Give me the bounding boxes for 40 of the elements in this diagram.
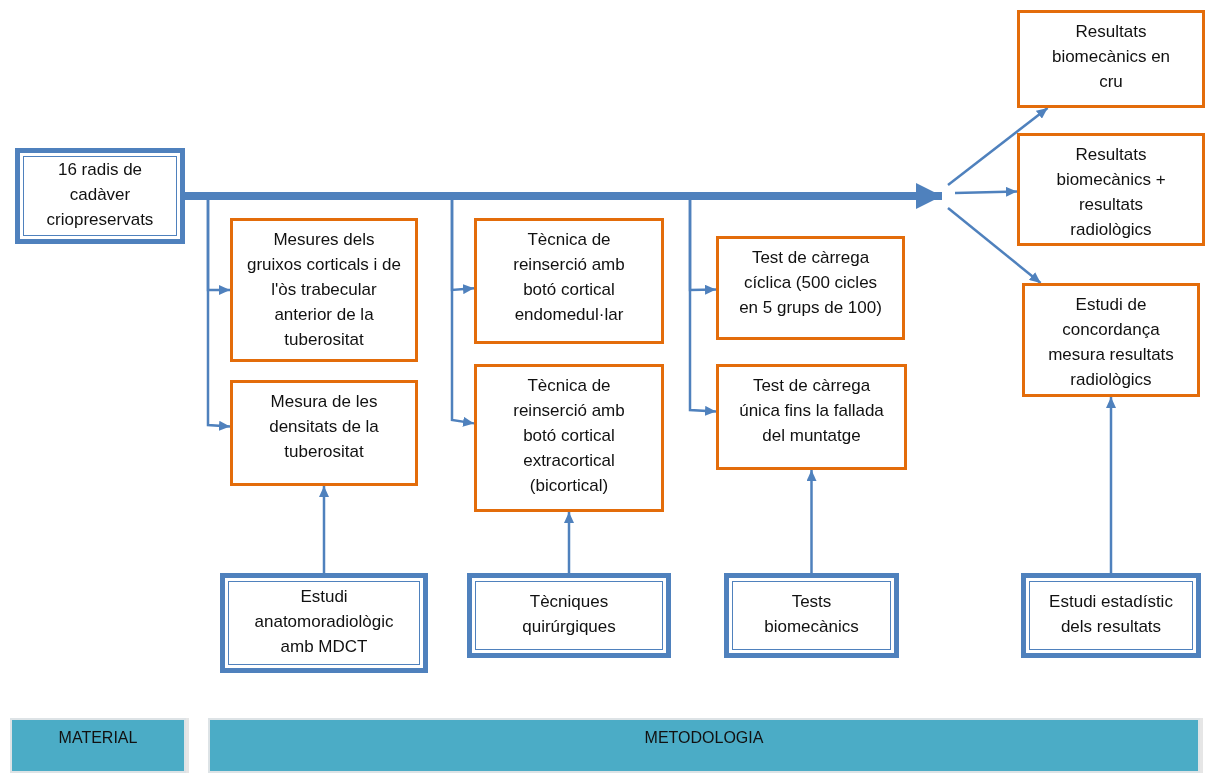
box-label: Test de càrrega única fins la fallada del muntatge (738, 375, 885, 447)
section-label: METODOLOGIA (644, 728, 764, 748)
process-box (1017, 10, 1205, 108)
source-box (467, 573, 671, 658)
box-label: Tests biomecànics (763, 590, 860, 638)
section-label: MATERIAL (58, 728, 138, 748)
box-label: Mesura de les densitats de la tuberositat (268, 391, 380, 463)
process-box (1017, 133, 1205, 246)
box-label: Estudi de concordança mesura resultats radiològics (1047, 294, 1175, 391)
process-box (716, 364, 907, 470)
process-box (474, 218, 664, 344)
box-label: Tècniques quirúrgiques (521, 590, 617, 638)
arrow (319, 486, 329, 573)
arrow (947, 207, 1042, 284)
process-box (474, 364, 664, 512)
box-label: Mesures dels gruixos corticals i de l'òs trabecular anterior de la tuberositat (246, 229, 402, 351)
process-box (1022, 283, 1200, 397)
arrow (564, 512, 574, 573)
box-label: Resultats biomecànics en cru (1050, 21, 1172, 93)
box-label: Estudi anatomoradiològic amb MDCT (253, 585, 395, 658)
source-box (1021, 573, 1201, 658)
box-label: 16 radis de cadàver criopreservats (45, 158, 155, 231)
source-box (724, 573, 899, 658)
arrow (947, 107, 1049, 186)
arrow (1106, 397, 1116, 573)
process-box (230, 218, 418, 362)
source-box (220, 573, 428, 673)
box-label: Resultats biomecànics + resultats radiològics (1055, 144, 1167, 241)
arrow (185, 183, 942, 209)
box-label: Tècnica de reinserció amb botó cortical endomedul·lar (512, 229, 626, 326)
section-band (208, 718, 1200, 773)
source-box (15, 148, 185, 244)
process-box (230, 380, 418, 486)
section-band (10, 718, 186, 773)
box-label: Tècnica de reinserció amb botó cortical extracortical (bicortical) (512, 375, 626, 497)
box-label: Test de càrrega cíclica (500 cicles en 5 grups de 100) (738, 247, 883, 319)
process-box (716, 236, 905, 340)
box-label: Estudi estadístic dels resultats (1048, 590, 1174, 638)
arrow (954, 186, 1018, 197)
arrow (806, 470, 817, 573)
